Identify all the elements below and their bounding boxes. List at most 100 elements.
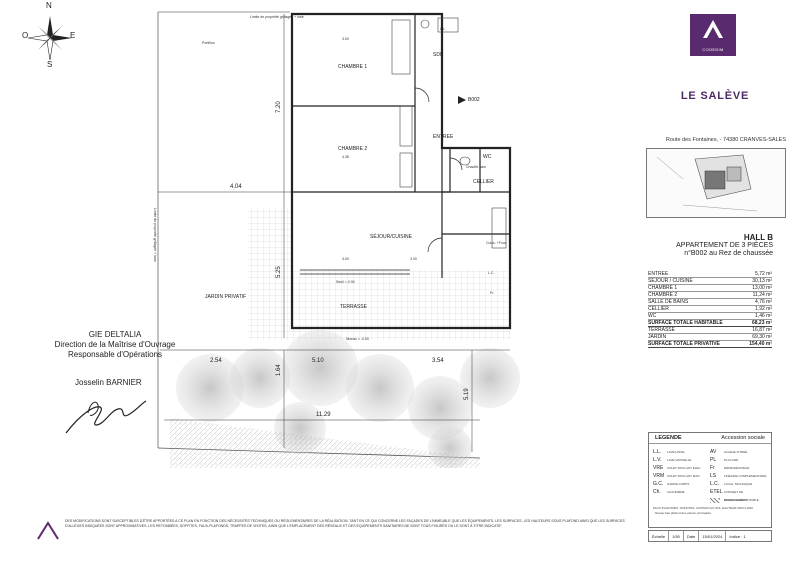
legend-subtitle: Accession sociale	[721, 435, 765, 441]
openings	[300, 87, 463, 275]
developer-block: GIE DELTALIA Direction de la Maîtrise d'…	[50, 330, 180, 360]
tiled-area	[248, 208, 292, 340]
dim-top: 3.00	[410, 257, 417, 261]
revision-index: Indice : 1	[729, 533, 746, 539]
top-limit-note: Limite de propriété grillagée + haie	[250, 15, 304, 19]
developer-name: GIE DELTALIA	[88, 330, 142, 339]
legend-header: LEGENDE Accession sociale	[649, 433, 771, 444]
logo-mark-icon	[703, 20, 723, 38]
room-fr: Fr.	[490, 291, 494, 295]
sheet-info: Échelle 1/50 Date 15/01/2024 Indice : 1	[648, 530, 772, 542]
compass-icon	[27, 16, 72, 61]
dim-chambre2: 4.38	[342, 155, 349, 159]
room-chauffe: Chauffe-bain	[466, 165, 486, 169]
floor-plan-drawing: Limite de propriété grillagée + haie Por…	[153, 11, 520, 508]
dim-height-total: 7.20	[276, 101, 282, 113]
dim-seuil: Seuil = 0.00	[336, 280, 355, 284]
wardrobe-icon	[399, 152, 413, 188]
interior-walls	[292, 14, 510, 278]
room-terrasse: TERRASSE	[340, 304, 368, 310]
terrace-tiles	[292, 270, 510, 340]
lot-marker: B002	[468, 97, 480, 103]
legend-box: LEGENDE Accession sociale L.L.LAVE-LINGE…	[648, 432, 772, 528]
legend-item: Ch.CHAUDIÈRE	[653, 489, 685, 495]
room-cellier: CELLIER	[473, 179, 494, 185]
sink-icon	[420, 19, 430, 29]
room-sdb: SDB	[433, 52, 444, 58]
room-entree: ENTREE	[433, 134, 454, 140]
date-value: 15/01/2024	[699, 531, 727, 541]
compass-east: E	[70, 31, 76, 40]
dim-sejour: 3.00	[342, 257, 349, 261]
scale-label: Échelle	[649, 531, 670, 541]
location-map	[646, 148, 786, 218]
room-cuisson: Cuiss. +Four	[486, 241, 507, 245]
cogedim-logo: COGEDIM	[690, 14, 736, 56]
signer-name: Josselin BARNIER	[75, 378, 142, 387]
closet-icon	[399, 105, 413, 147]
dim-width-garden: 4.04	[230, 184, 242, 190]
bathtub-icon	[391, 19, 411, 75]
residence-name: LE SALÈVE	[680, 90, 750, 102]
dim-niveau: Niveau = -0.00	[346, 337, 369, 341]
dimension-lines	[158, 14, 510, 452]
dim-height-jardin: 5.25	[276, 266, 282, 278]
hall-name: HALL B	[743, 233, 773, 242]
washing-machine-icon	[437, 17, 459, 33]
compass-rose: N E S O	[22, 1, 78, 69]
hatch-note: FAUX-PLAFONDS, SOFFITES, CAISSON AU SOL …	[653, 506, 753, 510]
floor-plan: Limite de propriété grillagée + haie Por…	[150, 8, 630, 508]
legend-title: LEGENDE	[655, 435, 682, 441]
room-jardin: JARDIN PRIVATIF	[205, 294, 246, 300]
entry-arrow-icon	[458, 96, 466, 104]
developer-department: Direction de la Maîtrise d'Ouvrage	[54, 340, 176, 349]
apartment-heading: HALL B APPARTEMENT DE 3 PIÈCES n°B002 au…	[645, 234, 773, 258]
side-limit-text: Limite de propriété grillagée + haie	[153, 208, 157, 262]
apartment-lot: n°B002 au Rez de chaussée	[684, 250, 773, 257]
kitchen-counter-icon	[491, 207, 507, 249]
date-label: Date	[684, 531, 700, 541]
room-ll: L.L.	[440, 27, 446, 31]
signature-icon	[65, 400, 147, 434]
site-locator-drawing	[656, 154, 758, 212]
hatch-swatch-icon	[710, 497, 720, 503]
room-sejour: SÉJOUR/CUISINE	[370, 233, 413, 240]
apartment-type: APPARTEMENT DE 3 PIÈCES	[676, 242, 773, 249]
logo-wordmark: COGEDIM	[702, 47, 724, 52]
room-wc: WC	[483, 154, 492, 160]
dim-chambre1: 3.00	[342, 37, 349, 41]
address: Route des Fontaines, - 74380 CRANVES-SAL…	[665, 137, 786, 143]
compass-north: N	[46, 1, 52, 10]
cogedim-footer-icon	[37, 521, 59, 540]
dim-diagonal: 11.29	[316, 412, 331, 418]
legend-item: L.C.LOCAL TECHNIQUE	[710, 481, 753, 487]
dim-height-terrasse: 1.64	[276, 364, 282, 376]
dim-seg-c: 3.54	[432, 358, 444, 364]
ceiling-note: Niveau bas plafond des pièces principale…	[655, 511, 712, 515]
toilet-icon	[459, 156, 471, 166]
compass-south: S	[47, 60, 53, 69]
dim-seg-b: 5.10	[312, 358, 324, 364]
room-chambre1: CHAMBRE 1	[338, 64, 367, 70]
legend-item: CLOISON DÉMONTABLE	[710, 496, 767, 504]
legend-item: L.V.LAVE-VAISSELLE	[653, 457, 692, 463]
